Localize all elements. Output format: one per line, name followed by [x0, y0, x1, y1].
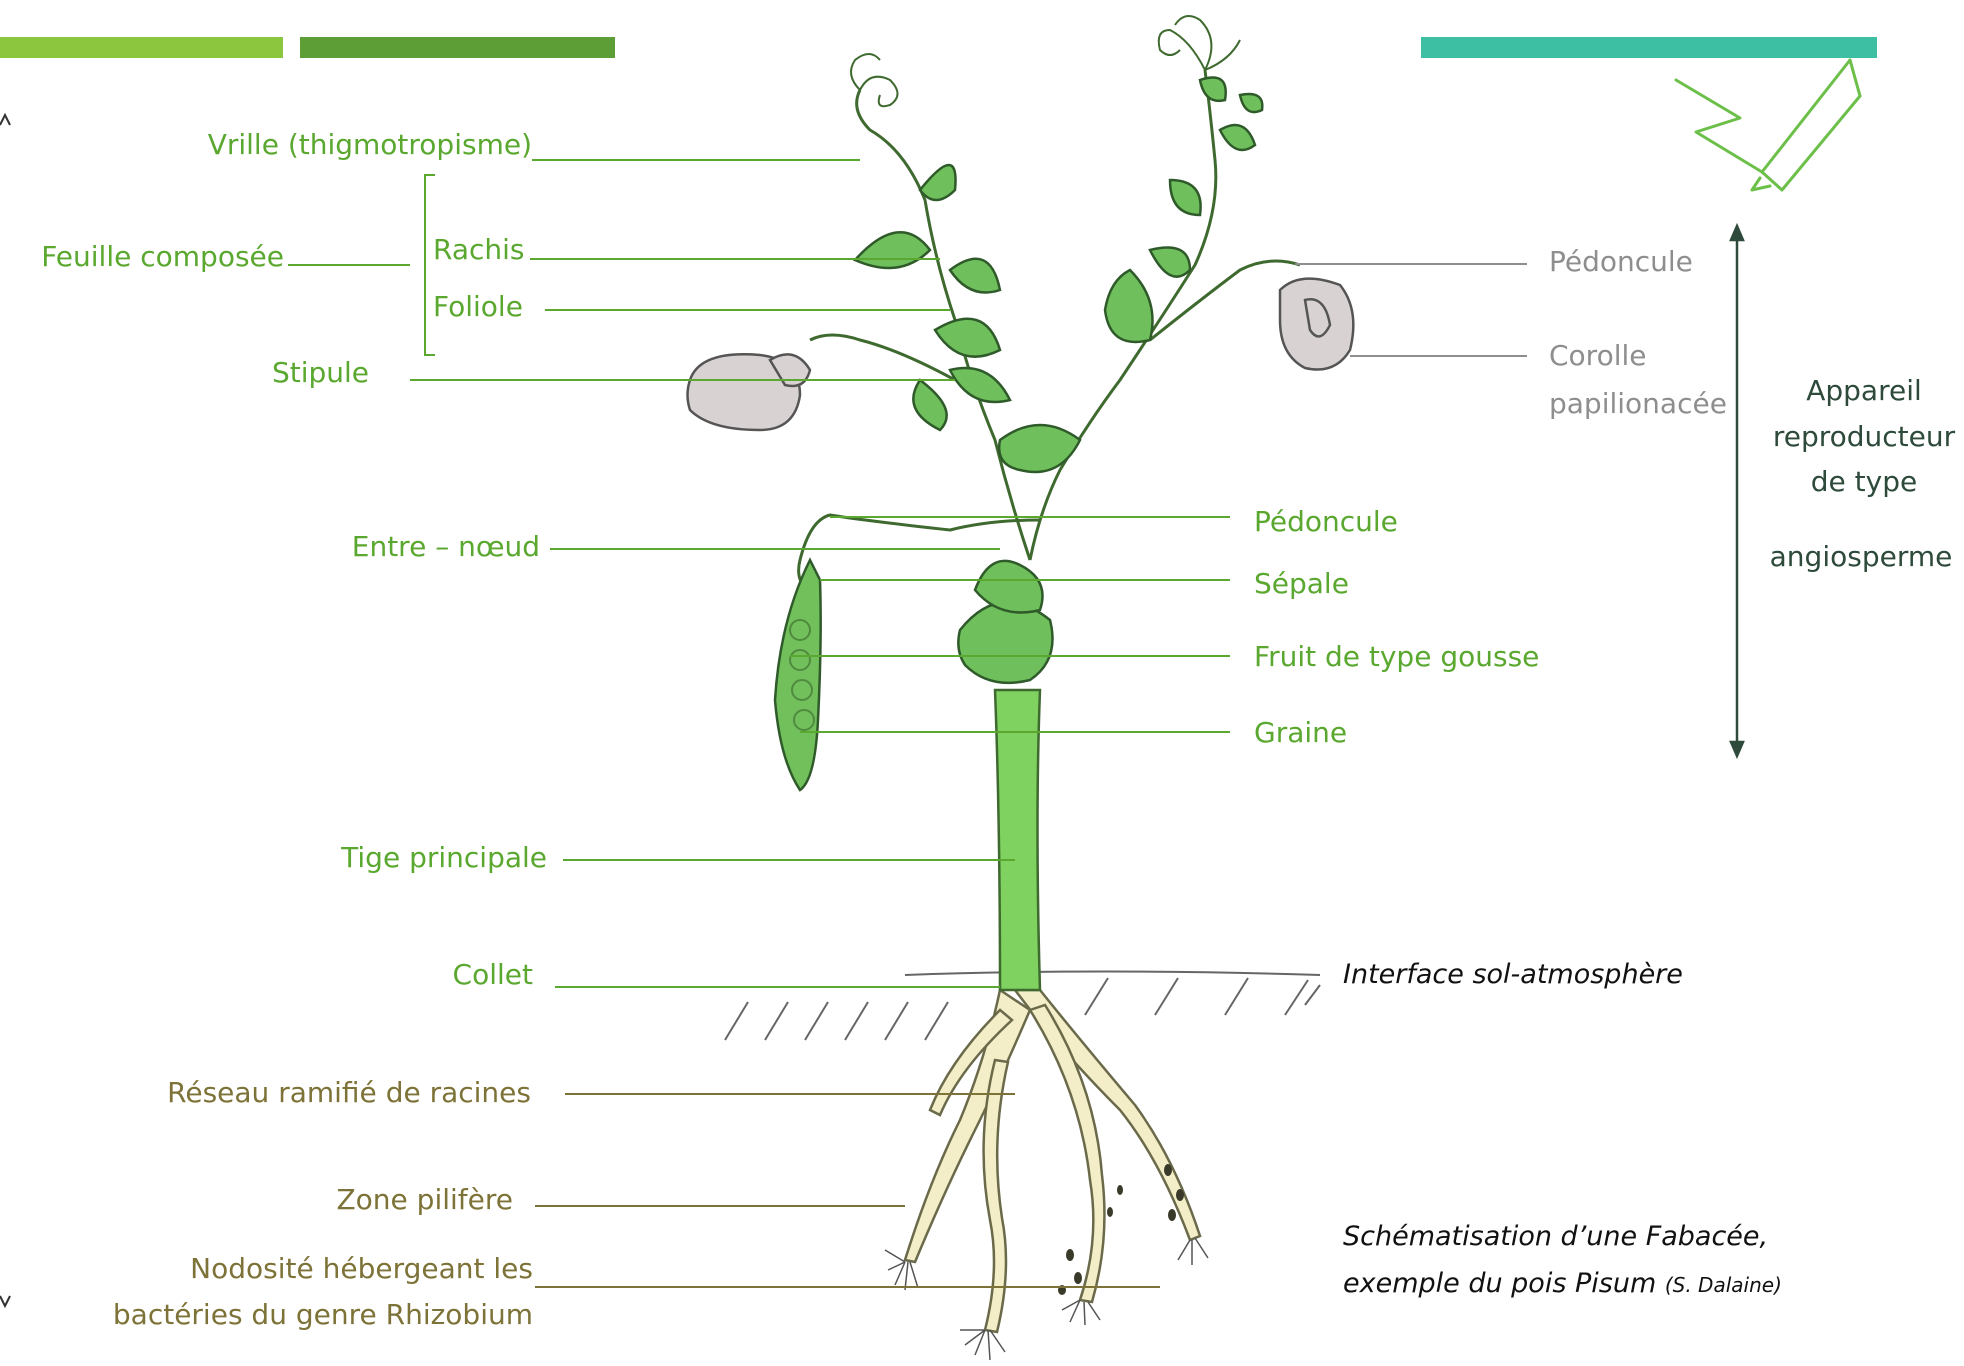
label-feuille-composee: Feuille composée: [41, 240, 284, 274]
label-interface: Interface sol-atmosphère: [1343, 958, 1683, 992]
label-nodosite-line1: Nodosité hébergeant les: [190, 1252, 533, 1286]
label-appareil-line4: angiosperme: [1758, 540, 1964, 574]
flowers: [688, 279, 1354, 430]
main-stem: [995, 690, 1040, 990]
label-sepale: Sépale: [1254, 567, 1349, 601]
label-zone-pilifere: Zone pilifère: [336, 1183, 513, 1217]
label-tige-principale: Tige principale: [341, 841, 547, 875]
label-stipule: Stipule: [272, 356, 369, 390]
left-edge-mark-top: [0, 115, 10, 125]
tendrils: [851, 16, 1240, 106]
caption-line2-main: exemple du pois Pisum: [1343, 1268, 1656, 1299]
caption-line2: exemple du pois Pisum (S. Dalaine): [1343, 1267, 1782, 1302]
label-appareil-line2: reproducteur: [1758, 420, 1964, 454]
pencil-check-icon: [1676, 60, 1860, 190]
caption-line1: Schématisation d’une Fabacée,: [1343, 1220, 1768, 1254]
label-nodosite-line2: bactéries du genre Rhizobium: [113, 1298, 533, 1332]
label-reseau-racines: Réseau ramifié de racines: [167, 1076, 531, 1110]
label-fruit-gousse: Fruit de type gousse: [1254, 640, 1539, 674]
caption-credit: (S. Dalaine): [1665, 1273, 1782, 1297]
root-system: [905, 990, 1200, 1332]
pointer-lines-olive: [535, 1094, 1160, 1287]
label-corolle-line2: papilionacée: [1549, 387, 1727, 421]
label-vrille: Vrille (thigmotropisme): [208, 128, 532, 162]
reproductive-range-arrow: [1731, 226, 1743, 756]
label-foliole: Foliole: [433, 290, 523, 324]
pea-pod: [775, 560, 821, 790]
label-entre-noeud: Entre – nœud: [352, 530, 540, 564]
label-pedoncule-fleur: Pédoncule: [1549, 245, 1693, 279]
upper-stems: [799, 70, 1300, 590]
left-edge-mark-bottom: [0, 1296, 10, 1306]
label-appareil-line3: de type: [1764, 465, 1964, 499]
label-appareil-line1: Appareil: [1764, 374, 1964, 408]
label-collet: Collet: [453, 958, 533, 992]
label-graine: Graine: [1254, 716, 1347, 750]
label-pedoncule-fruit: Pédoncule: [1254, 505, 1398, 539]
label-corolle-line1: Corolle: [1549, 339, 1647, 373]
label-rachis: Rachis: [433, 233, 525, 267]
root-hairs: [885, 1238, 1208, 1360]
